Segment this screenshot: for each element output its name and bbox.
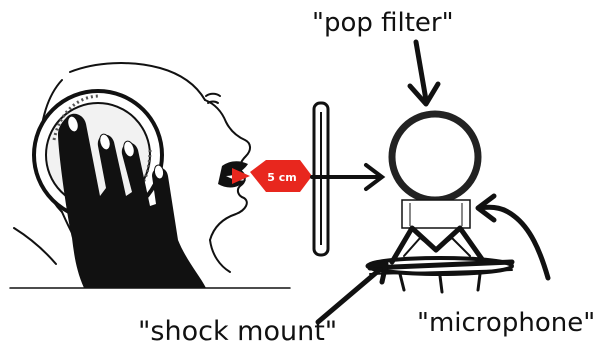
pop-filter-label: "pop filter": [312, 8, 454, 38]
hand-silhouette: [58, 113, 206, 288]
fingernails: [67, 115, 165, 180]
shock-mount: [366, 225, 515, 294]
shock-mount-pointer: [315, 261, 389, 325]
distance-badge-label: 5 cm: [267, 171, 296, 184]
microphone-body: [401, 199, 471, 229]
pop-filter-ring: [388, 110, 482, 204]
pop-filter-pointer: [407, 39, 441, 107]
shock-mount-label: "shock mount": [138, 316, 338, 347]
microphone-pointer: [475, 193, 551, 281]
distance-badge: 5 cm: [232, 160, 312, 192]
sound-path-arrow: [310, 163, 386, 191]
microphone-label: "microphone": [417, 308, 596, 338]
